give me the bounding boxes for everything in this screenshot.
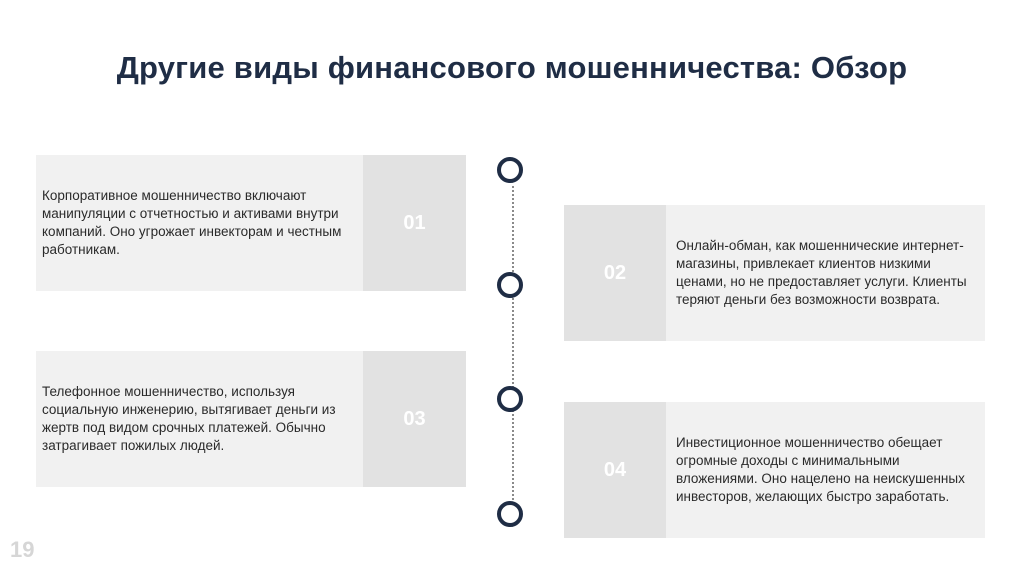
timeline-circle-2	[497, 272, 523, 298]
card-text-box: Телефонное мошенничество, используя соци…	[36, 351, 363, 487]
card-number-box: 02	[564, 205, 666, 341]
card-number: 03	[403, 407, 426, 430]
card-text-box: Инвестиционное мошенничество обещает огр…	[666, 402, 985, 538]
card-number: 04	[603, 458, 627, 481]
card-online-fraud: 02 Онлайн-обман, как мошеннические интер…	[564, 205, 985, 341]
page-number: 19	[10, 537, 35, 562]
card-description: Телефонное мошенничество, используя соци…	[42, 384, 336, 453]
slide-title: Другие виды финансового мошенничества: О…	[116, 50, 908, 85]
card-number-box: 04	[564, 402, 666, 538]
card-text-box: Корпоративное мошенничество включают ман…	[36, 155, 363, 291]
timeline-circle-1	[497, 157, 523, 183]
card-number: 02	[603, 261, 627, 284]
card-investment-fraud: 04 Инвестиционное мошенничество обещает …	[564, 402, 985, 538]
card-number: 01	[403, 211, 426, 234]
card-corporate-fraud: Корпоративное мошенничество включают ман…	[36, 155, 466, 291]
card-phone-fraud: Телефонное мошенничество, используя соци…	[36, 351, 466, 487]
timeline-dotted-line	[512, 186, 514, 500]
card-description: Корпоративное мошенничество включают ман…	[42, 188, 342, 257]
card-number-box: 03	[363, 351, 466, 487]
timeline-circle-3	[497, 386, 523, 412]
card-description: Инвестиционное мошенничество обещает огр…	[676, 435, 965, 504]
card-description: Онлайн-обман, как мошеннические интернет…	[676, 238, 967, 307]
card-text-box: Онлайн-обман, как мошеннические интернет…	[666, 205, 985, 341]
card-number-box: 01	[363, 155, 466, 291]
timeline-circle-4	[497, 501, 523, 527]
